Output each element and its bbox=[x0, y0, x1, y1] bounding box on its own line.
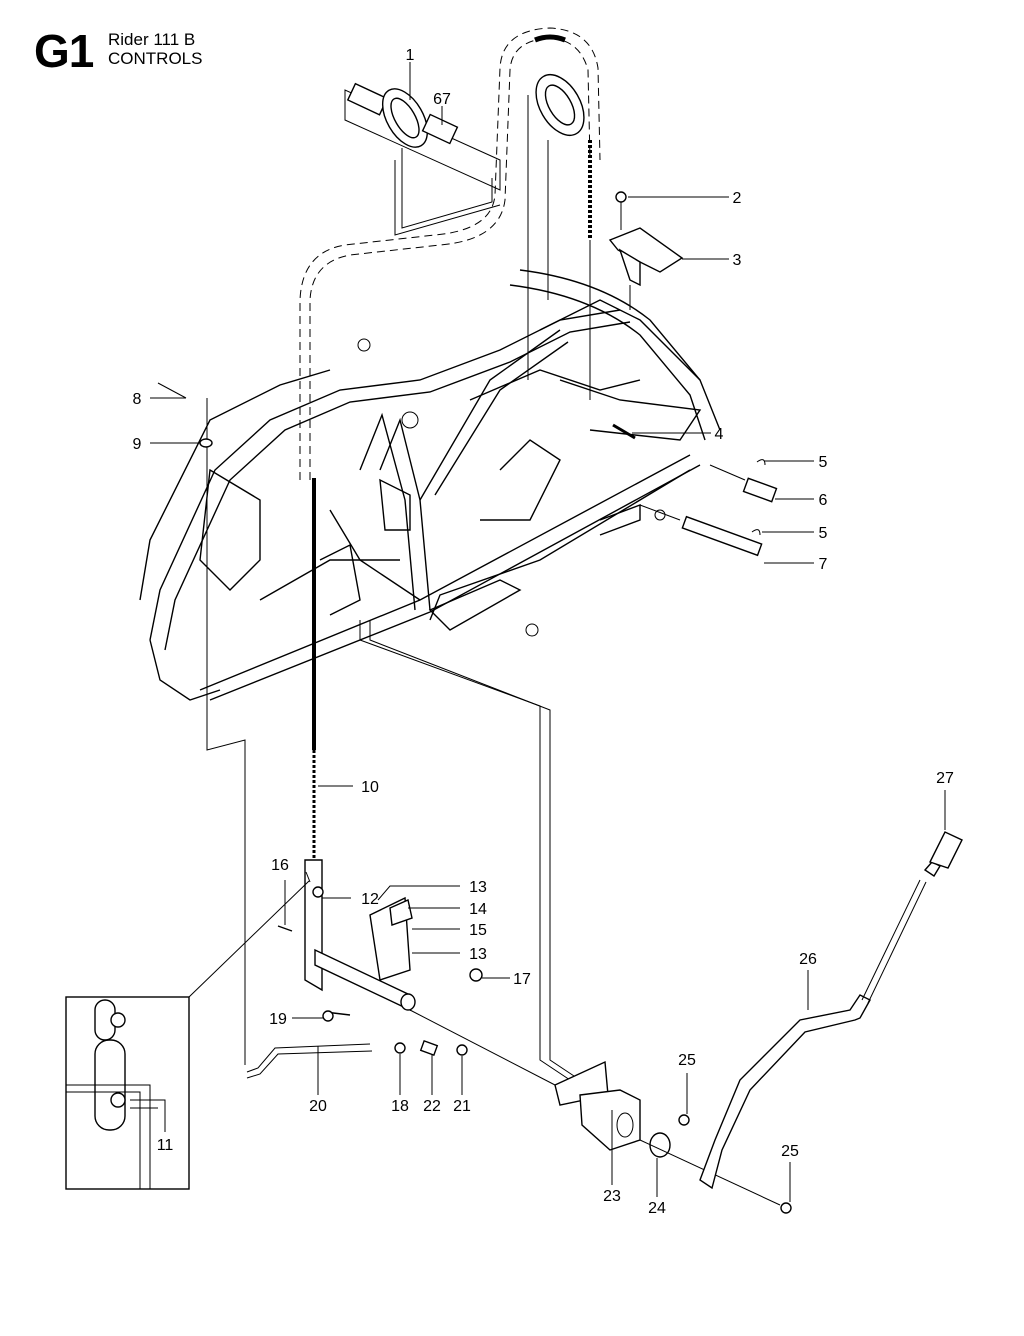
callout-18: 18 bbox=[391, 1098, 409, 1115]
callout-1: 1 bbox=[406, 47, 415, 64]
callout-14: 14 bbox=[469, 901, 487, 918]
callout-13-lower: 13 bbox=[469, 946, 487, 963]
callout-4: 4 bbox=[715, 426, 724, 443]
lever-plate-part-12 bbox=[304, 859, 324, 992]
model-name: Rider 111 B bbox=[108, 30, 196, 49]
chassis-frame bbox=[139, 269, 721, 701]
chain-guide-loop bbox=[299, 27, 601, 480]
callout-23: 23 bbox=[603, 1188, 621, 1205]
callout-3: 3 bbox=[733, 252, 742, 269]
callout-27: 27 bbox=[936, 770, 954, 787]
callout-17: 17 bbox=[513, 971, 531, 988]
clip-part-4 bbox=[612, 423, 636, 440]
section-code: G1 bbox=[34, 25, 94, 77]
callout-13-upper: 13 bbox=[469, 879, 487, 896]
upper-pulley-chain bbox=[527, 74, 592, 400]
bracket-parts-2-3 bbox=[608, 191, 684, 310]
inset-detail-chain-link bbox=[65, 880, 310, 1190]
callout-19: 19 bbox=[269, 1011, 287, 1028]
callout-leaders bbox=[150, 62, 946, 1202]
section-title: CONTROLS bbox=[108, 49, 203, 68]
callout-7: 7 bbox=[819, 556, 828, 573]
callout-11: 11 bbox=[157, 1137, 174, 1154]
callout-16: 16 bbox=[271, 857, 289, 874]
callout-2: 2 bbox=[733, 190, 742, 207]
callout-25-upper: 25 bbox=[678, 1052, 696, 1069]
control-rod-part-20 bbox=[246, 1040, 468, 1079]
callout-12: 12 bbox=[361, 891, 379, 908]
pulley-assembly bbox=[344, 82, 501, 236]
callout-24: 24 bbox=[648, 1200, 666, 1217]
callout-67: 67 bbox=[433, 91, 451, 108]
callout-5-lower: 5 bbox=[819, 525, 828, 542]
callout-15: 15 bbox=[469, 922, 487, 939]
callout-8: 8 bbox=[133, 391, 142, 408]
callout-6: 6 bbox=[819, 492, 828, 509]
callout-20: 20 bbox=[309, 1098, 327, 1115]
bracket-part-23 bbox=[554, 1060, 792, 1214]
rod-parts-8-9 bbox=[157, 382, 213, 700]
callout-21: 21 bbox=[453, 1098, 471, 1115]
lever-part-26 bbox=[699, 831, 963, 1190]
callout-22: 22 bbox=[423, 1098, 441, 1115]
pins-parts-5-6-7 bbox=[639, 459, 778, 557]
callout-9: 9 bbox=[133, 436, 142, 453]
pedal-shaft-assembly bbox=[277, 896, 556, 1086]
callout-10: 10 bbox=[361, 779, 379, 796]
callout-26: 26 bbox=[799, 951, 817, 968]
linkage-rods bbox=[206, 620, 581, 1081]
callout-5-upper: 5 bbox=[819, 454, 828, 471]
callout-25-lower: 25 bbox=[781, 1143, 799, 1160]
callout-labels: 1 67 2 3 4 5 6 5 7 8 9 10 11 12 13 14 15… bbox=[133, 47, 954, 1217]
